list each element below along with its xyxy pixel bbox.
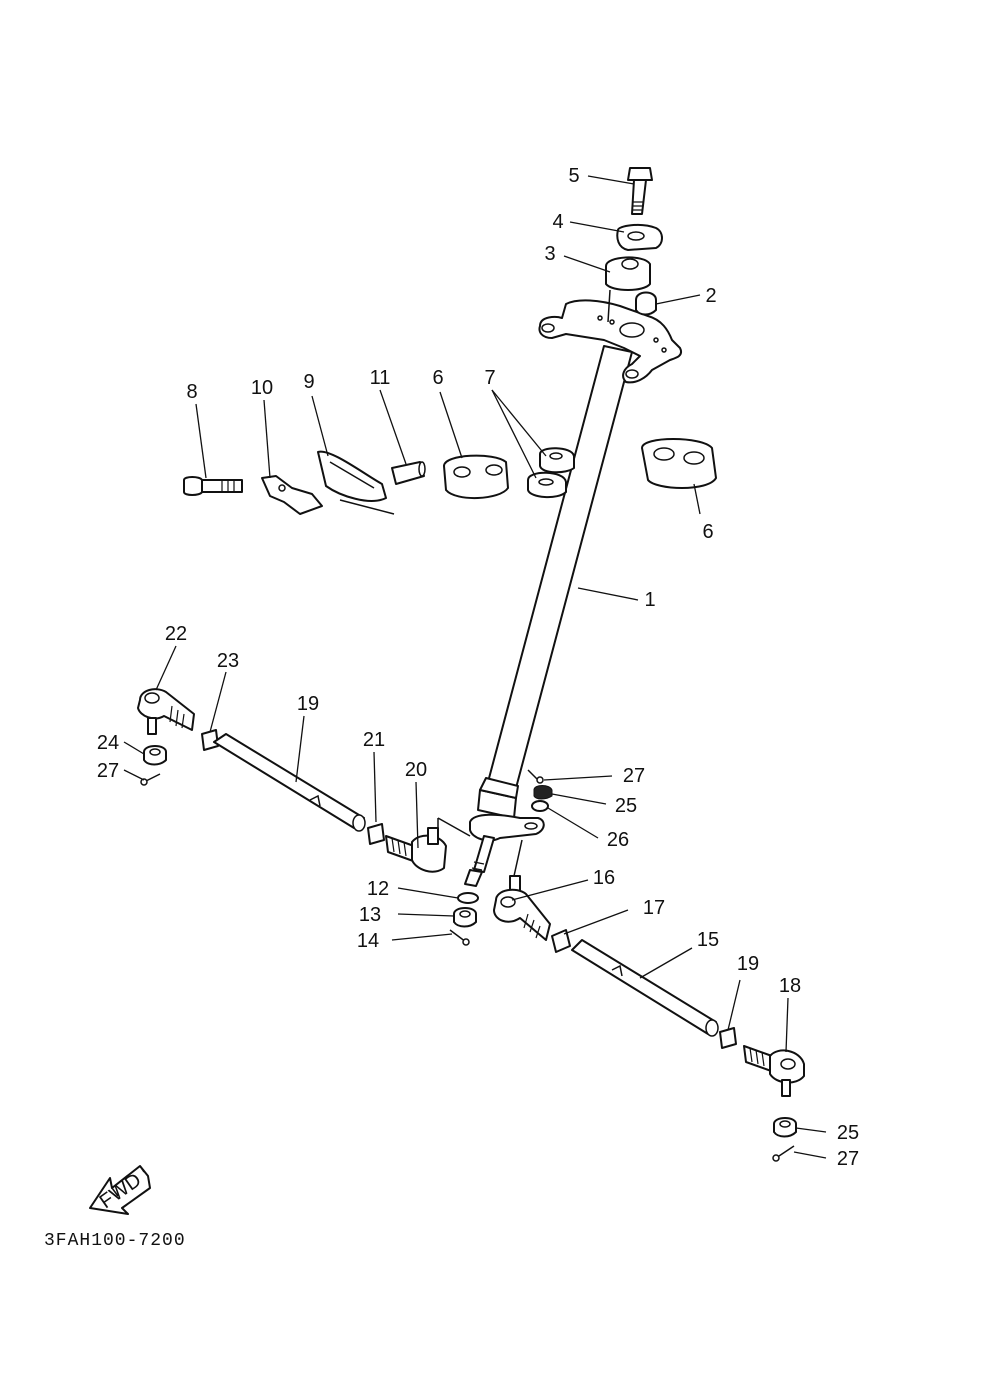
callout-9: 8 bbox=[186, 381, 197, 403]
callout-26: 26 bbox=[607, 829, 629, 851]
cotter-27-left bbox=[140, 773, 161, 786]
callout-3: 3 bbox=[544, 243, 555, 265]
callout-7: 7 bbox=[484, 367, 495, 389]
washer-26 bbox=[531, 800, 549, 812]
callout-6-left: 6 bbox=[432, 367, 443, 389]
callout-17: 17 bbox=[643, 897, 665, 919]
nut-17 bbox=[551, 929, 571, 953]
callout-15: 15 bbox=[697, 929, 719, 951]
nut-25-top bbox=[533, 785, 553, 800]
catalog-code: 3FAH100-7200 bbox=[44, 1231, 186, 1251]
callout-21: 20 bbox=[405, 759, 427, 781]
holder-6-right bbox=[641, 438, 717, 489]
callout-27-right: 27 bbox=[837, 1148, 859, 1170]
callout-18: 18 bbox=[779, 975, 801, 997]
cotter-14 bbox=[449, 929, 470, 946]
callout-20: 19 bbox=[297, 693, 319, 715]
tie-rod-15 bbox=[571, 939, 719, 1037]
callout-5: 5 bbox=[568, 165, 579, 187]
callout-25-top: 25 bbox=[615, 795, 637, 817]
callout-6-right: 6 bbox=[702, 521, 713, 543]
callout-2: 2 bbox=[705, 285, 716, 307]
callout-27-left: 27 bbox=[97, 760, 119, 782]
callout-25-right: 25 bbox=[837, 1122, 859, 1144]
callout-19: 19 bbox=[737, 953, 759, 975]
cotter-pin-8 bbox=[317, 450, 395, 515]
washer-12 bbox=[457, 892, 479, 904]
bolt-5 bbox=[627, 167, 653, 215]
callout-1: 1 bbox=[644, 589, 655, 611]
nut-25-right bbox=[773, 1117, 797, 1138]
tie-rod-end-23 bbox=[137, 688, 195, 735]
cotter-27-top bbox=[527, 769, 544, 784]
tie-rod-end-21 bbox=[385, 827, 447, 873]
callout-10: 10 bbox=[251, 377, 273, 399]
callout-4: 4 bbox=[552, 211, 563, 233]
lock-plate-10 bbox=[261, 475, 323, 515]
callout-13: 13 bbox=[359, 904, 381, 926]
callout-8: 9 bbox=[303, 371, 314, 393]
bolt-9 bbox=[183, 476, 243, 496]
nut-25-left bbox=[143, 745, 167, 766]
cap-2 bbox=[635, 291, 657, 316]
holder-6-left bbox=[443, 454, 509, 500]
callout-24: 23 bbox=[217, 650, 239, 672]
steering-shaft bbox=[464, 299, 682, 887]
callout-16: 16 bbox=[593, 867, 615, 889]
tie-rod-20 bbox=[213, 733, 366, 832]
callout-12: 12 bbox=[367, 878, 389, 900]
cotter-27-right bbox=[772, 1145, 795, 1162]
callout-14: 14 bbox=[357, 930, 379, 952]
collar-11 bbox=[391, 461, 426, 485]
callout-labels: 5 4 3 2 8 10 9 11 6 7 6 1 22 23 19 21 20… bbox=[97, 165, 859, 1170]
nut-13 bbox=[453, 907, 477, 928]
bushings-7 bbox=[527, 447, 575, 498]
fwd-arrow-icon: FWD bbox=[89, 1165, 151, 1215]
callout-22: 21 bbox=[363, 729, 385, 751]
nut-24 bbox=[201, 729, 219, 751]
callout-25-left: 24 bbox=[97, 732, 119, 754]
nut-22 bbox=[367, 823, 385, 845]
callout-11: 11 bbox=[370, 367, 391, 389]
tie-rod-end-16 bbox=[493, 875, 551, 941]
leader-lines bbox=[123, 175, 827, 1159]
callout-23: 22 bbox=[165, 623, 187, 645]
bushing-3 bbox=[605, 256, 651, 291]
clamp-4 bbox=[616, 223, 663, 251]
tie-rod-end-18 bbox=[743, 1045, 805, 1097]
callout-27-top: 27 bbox=[623, 765, 645, 787]
nut-19 bbox=[719, 1027, 737, 1049]
